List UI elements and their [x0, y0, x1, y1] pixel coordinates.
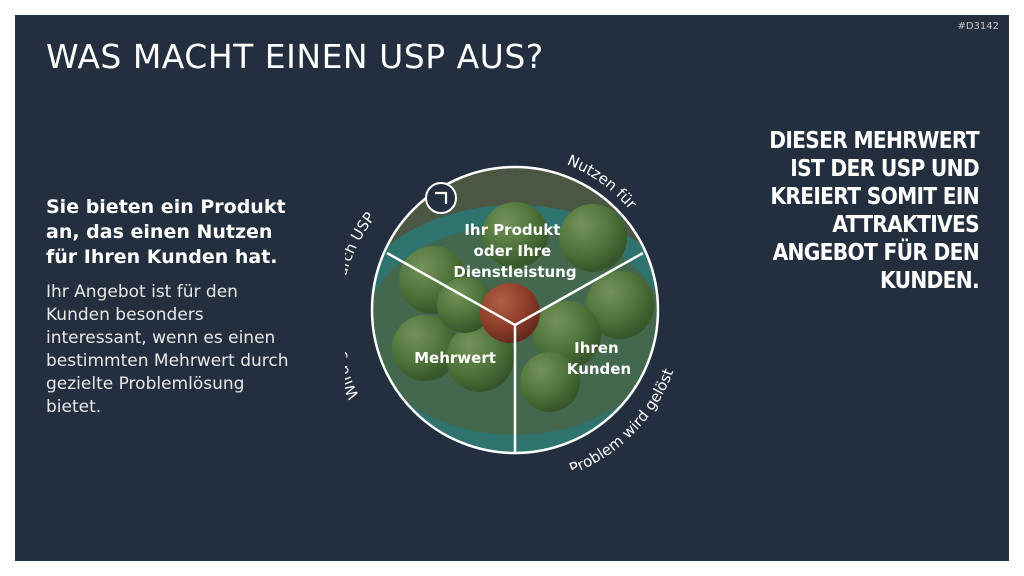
segment-value-label: Mehrwert: [414, 349, 496, 367]
slide: #D3142 WAS MACHT EINEN USP AUS? Sie biet…: [15, 15, 1009, 561]
slide-id: #D3142: [957, 21, 999, 32]
page-title: WAS MACHT EINEN USP AUS?: [46, 37, 544, 76]
usp-cycle-diagram: Ihr Produkt oder Ihre Dienstleistung Ihr…: [345, 130, 685, 475]
cycle-arrow-icon: [426, 183, 456, 213]
usp-callout: Dieser Mehrwert ist der USP und kreiert …: [750, 127, 979, 295]
usp-cycle-svg: Ihr Produkt oder Ihre Dienstleistung Ihr…: [345, 130, 685, 470]
body-text: Ihr Angebot ist für den Kunden besonders…: [46, 281, 291, 419]
lead-text: Sie bieten ein Produkt an, das einen Nut…: [46, 195, 286, 270]
